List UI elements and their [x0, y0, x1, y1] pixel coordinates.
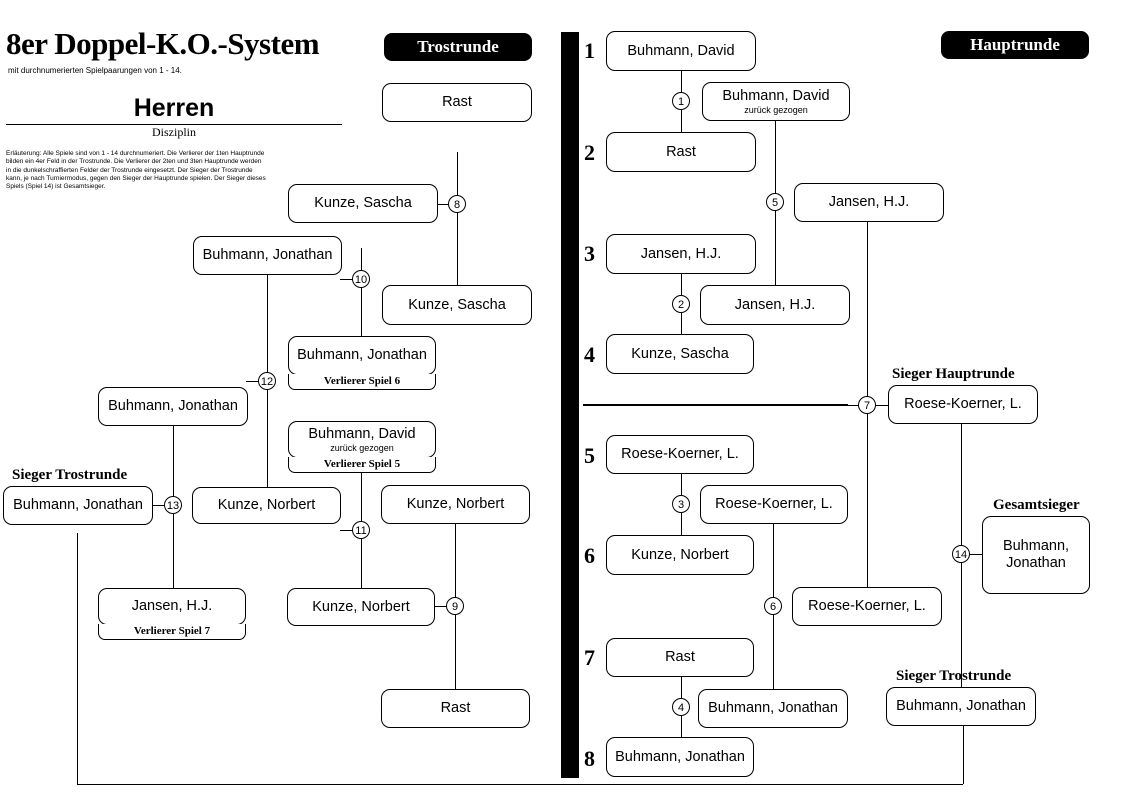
game-number: 10	[352, 270, 370, 288]
game-number: 4	[672, 698, 690, 716]
player-box[interactable]: Kunze, Norbert	[381, 485, 530, 524]
game-number: 5	[766, 193, 784, 211]
connector-line	[361, 248, 362, 336]
game-number: 3	[672, 495, 690, 513]
player-box[interactable]: Jansen, H.J.	[606, 234, 756, 274]
withdrawn-note: zurück gezogen	[330, 443, 394, 453]
consolation-winner-heading: Sieger Trostrunde	[896, 668, 1012, 684]
explanation-text: Erläuterung: Alle Spiele sind von 1 - 14…	[6, 150, 266, 191]
player-box[interactable]: Buhmann, Jonathan	[698, 689, 848, 728]
connector-line	[340, 530, 361, 531]
connector-line	[246, 381, 267, 382]
connector-line	[434, 606, 455, 607]
game-number: 13	[164, 496, 182, 514]
loser-label: Verlierer Spiel 5	[288, 457, 436, 473]
player-box[interactable]: Buhmann, Jonathan	[288, 336, 436, 375]
player-box[interactable]: Roese-Koerner, L.	[700, 485, 848, 524]
game-number: 1	[672, 92, 690, 110]
slot-number: 1	[584, 38, 595, 63]
player-box[interactable]: Kunze, Norbert	[192, 487, 341, 524]
player-box[interactable]: Kunze, Norbert	[606, 535, 754, 575]
connector-line	[152, 505, 173, 506]
player-box[interactable]: Buhmann, David zurück gezogen	[702, 82, 850, 121]
player-box[interactable]: Buhmann, Jonathan	[982, 516, 1090, 594]
player-box[interactable]: Buhmann, David	[606, 31, 756, 71]
player-box[interactable]: Jansen, H.J.	[794, 183, 944, 222]
loser-label: Verlierer Spiel 6	[288, 374, 436, 390]
player-box[interactable]: Kunze, Sascha	[288, 184, 438, 223]
game-number: 12	[258, 372, 276, 390]
consolation-round-label: Trostrunde	[384, 33, 532, 61]
connector-line	[77, 784, 963, 785]
player-box[interactable]: Rast	[606, 132, 756, 172]
consolation-winner-heading: Sieger Trostrunde	[12, 467, 128, 483]
connector-line	[437, 204, 457, 205]
center-divider	[561, 32, 579, 778]
player-box[interactable]: Kunze, Sascha	[382, 285, 532, 325]
slot-number: 3	[584, 241, 595, 266]
slot-number: 5	[584, 443, 595, 468]
player-box[interactable]: Buhmann, Jonathan	[3, 486, 153, 525]
game-number: 8	[448, 195, 466, 213]
slot-number: 4	[584, 342, 595, 367]
withdrawn-note: zurück gezogen	[744, 105, 808, 115]
category-rule	[6, 124, 342, 125]
player-box[interactable]: Roese-Koerner, L.	[888, 385, 1038, 424]
page-subtitle: mit durchnumerierten Spielpaarungen von …	[8, 66, 182, 75]
slot-number: 7	[584, 645, 595, 670]
player-box[interactable]: Buhmann, David zurück gezogen	[288, 421, 436, 458]
player-box[interactable]: Roese-Koerner, L.	[792, 587, 942, 626]
player-box[interactable]: Roese-Koerner, L.	[606, 435, 754, 474]
connector-line	[457, 152, 458, 286]
game-number: 9	[446, 597, 464, 615]
category-label: Disziplin	[152, 125, 196, 139]
connector-line	[963, 721, 964, 784]
main-winner-heading: Sieger Hauptrunde	[892, 366, 1015, 382]
player-box[interactable]: Buhmann, Jonathan	[606, 737, 754, 777]
slot-number: 6	[584, 543, 595, 568]
main-round-label: Hauptrunde	[941, 31, 1089, 59]
connector-line	[961, 554, 982, 555]
player-box[interactable]: Jansen, H.J.	[98, 588, 246, 625]
overall-winner-heading: Gesamtsieger	[993, 497, 1080, 513]
player-box[interactable]: Rast	[382, 83, 532, 122]
player-box[interactable]: Buhmann, Jonathan	[886, 687, 1036, 726]
player-box[interactable]: Buhmann, Jonathan	[98, 387, 248, 426]
player-box[interactable]: Rast	[381, 689, 530, 728]
slot-number: 2	[584, 140, 595, 165]
connector-line	[77, 533, 78, 785]
player-box[interactable]: Kunze, Sascha	[606, 334, 754, 374]
game-number: 14	[952, 545, 970, 563]
slot-number: 8	[584, 746, 595, 771]
game-number: 2	[672, 295, 690, 313]
game-number: 11	[352, 521, 370, 539]
game-number: 6	[764, 597, 782, 615]
category-title: Herren	[133, 94, 215, 122]
player-box[interactable]: Jansen, H.J.	[700, 285, 850, 325]
loser-label: Verlierer Spiel 7	[98, 624, 246, 640]
connector-line	[340, 279, 361, 280]
divider-line	[583, 404, 848, 406]
game-number: 7	[858, 396, 876, 414]
player-box[interactable]: Buhmann, Jonathan	[193, 236, 342, 275]
player-box[interactable]: Rast	[606, 638, 754, 677]
page-title: 8er Doppel-K.O.-System	[6, 26, 320, 61]
player-box[interactable]: Kunze, Norbert	[287, 588, 435, 626]
